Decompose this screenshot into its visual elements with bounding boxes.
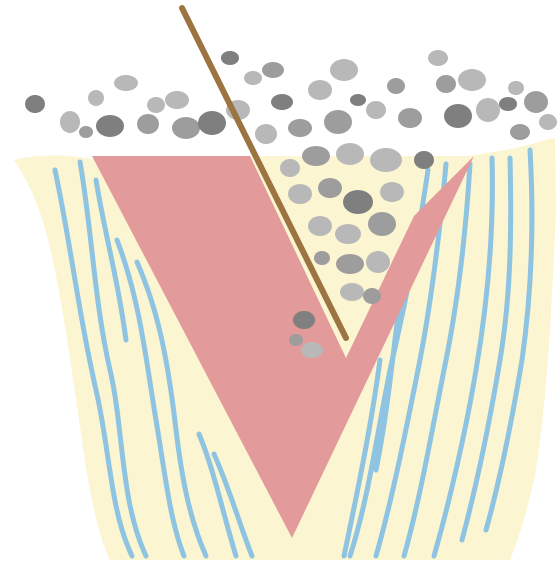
particle <box>262 62 284 78</box>
particle <box>414 151 434 169</box>
particle <box>137 114 159 134</box>
particle <box>539 114 557 130</box>
particle <box>499 97 517 111</box>
particle <box>343 190 373 214</box>
particle <box>398 108 422 128</box>
particle <box>340 283 364 301</box>
particle <box>308 216 332 236</box>
particle <box>60 111 80 133</box>
particle <box>271 94 293 110</box>
particle <box>302 146 330 166</box>
particle <box>314 251 330 265</box>
particle <box>508 81 524 95</box>
particle <box>96 115 124 137</box>
particle <box>366 101 386 119</box>
particle <box>255 124 277 144</box>
particle <box>88 90 104 106</box>
particle <box>387 78 405 94</box>
particle <box>221 51 239 65</box>
particle <box>476 98 500 122</box>
particle <box>330 59 358 81</box>
particle <box>79 126 93 138</box>
particle <box>289 334 303 346</box>
particle <box>147 97 165 113</box>
particle <box>458 69 486 91</box>
particle <box>308 80 332 100</box>
particle <box>428 50 448 66</box>
particle <box>25 95 45 113</box>
particle <box>370 148 402 172</box>
particle <box>165 91 189 109</box>
particle <box>293 311 315 329</box>
particle <box>368 212 396 236</box>
particle <box>336 143 364 165</box>
particle <box>318 178 342 198</box>
particle <box>510 124 530 140</box>
particle <box>444 104 472 128</box>
particle <box>280 159 300 177</box>
particle <box>288 119 312 137</box>
particle <box>380 182 404 202</box>
particle <box>524 91 548 113</box>
particle <box>363 288 381 304</box>
particle <box>350 94 366 106</box>
particle <box>244 71 262 85</box>
particle <box>172 117 200 139</box>
particle <box>288 184 312 204</box>
particle <box>198 111 226 135</box>
particle <box>114 75 138 91</box>
particle <box>301 342 323 358</box>
particle <box>366 251 390 273</box>
particle <box>436 75 456 93</box>
particle <box>336 254 364 274</box>
particle <box>335 224 361 244</box>
particle <box>324 110 352 134</box>
